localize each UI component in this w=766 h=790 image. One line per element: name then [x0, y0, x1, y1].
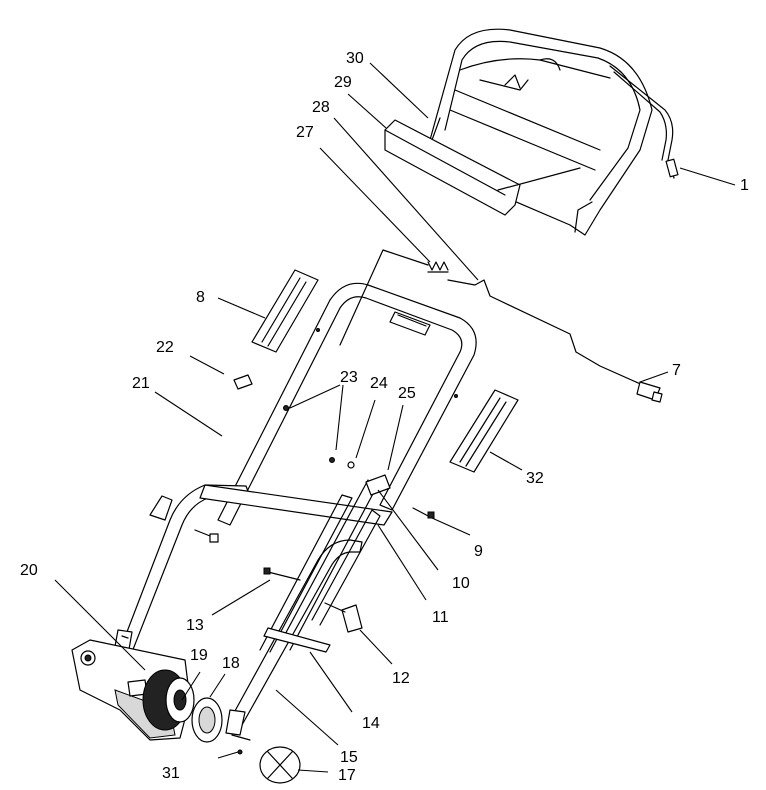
catcher-frame [429, 28, 653, 236]
callout-14: 14 [362, 715, 380, 732]
callout-21: 21 [132, 375, 150, 392]
callout-11: 11 [432, 609, 449, 626]
callout-1: 1 [740, 177, 749, 194]
catcher-bag-panel [384, 119, 581, 216]
callout-9: 9 [474, 543, 483, 560]
callout-7: 7 [672, 362, 681, 379]
callout-13: 13 [186, 617, 204, 634]
callout-32: 32 [526, 470, 544, 487]
catcher-rod [609, 65, 679, 179]
callout-18: 18 [222, 655, 240, 672]
callouts: 1 7 8 9 10 11 12 13 14 15 17 18 19 20 21… [20, 50, 749, 784]
callout-31: 31 [162, 765, 180, 782]
upper-handle [217, 282, 477, 526]
callout-24: 24 [370, 375, 388, 392]
callout-20: 20 [20, 562, 38, 579]
callout-22: 22 [156, 339, 174, 356]
callout-10: 10 [452, 575, 470, 592]
callout-19: 19 [190, 647, 208, 664]
callout-29: 29 [334, 74, 352, 91]
wheel-hub [142, 669, 195, 731]
callout-30: 30 [346, 50, 364, 67]
callout-28: 28 [312, 99, 330, 116]
grip-right [449, 389, 519, 473]
callout-8: 8 [196, 289, 205, 306]
hardware [149, 374, 435, 633]
callout-15: 15 [340, 749, 358, 766]
spring [427, 261, 449, 273]
wheel-bearing [191, 697, 223, 743]
rear-wheel-cap [231, 734, 301, 784]
callout-17: 17 [338, 767, 356, 784]
grip-left [251, 269, 319, 353]
lower-frame-rods [225, 479, 381, 736]
control-cable [339, 249, 663, 403]
callout-12: 12 [392, 670, 410, 687]
callout-23: 23 [340, 369, 358, 386]
callout-27: 27 [296, 124, 314, 141]
callout-25: 25 [398, 385, 416, 402]
leader-lines [54, 62, 736, 773]
